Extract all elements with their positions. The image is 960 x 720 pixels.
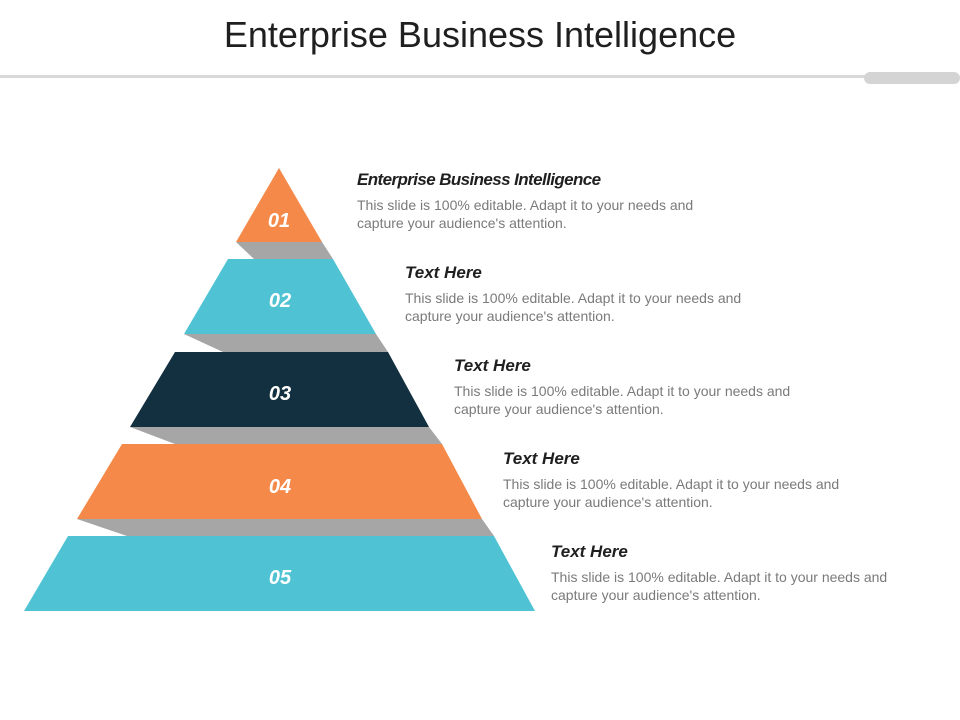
level-heading-5: Text Here [551, 542, 628, 561]
tier-number-3: 03 [269, 383, 291, 405]
level-heading-1: Enterprise Business Intelligence [357, 170, 601, 189]
tier-number-2: 02 [269, 290, 291, 312]
level-text-5: Text Here This slide is 100% editable. A… [551, 542, 931, 604]
level-heading-4: Text Here [503, 449, 580, 468]
level-body-3: This slide is 100% editable. Adapt it to… [454, 383, 791, 417]
level-body-1: This slide is 100% editable. Adapt it to… [357, 197, 694, 231]
tier-number-4: 04 [269, 476, 291, 498]
level-text-4: Text Here This slide is 100% editable. A… [503, 449, 883, 511]
pyramid-tier-4[interactable] [77, 444, 482, 519]
pyramid-tier-3[interactable] [130, 352, 429, 427]
level-body-5: This slide is 100% editable. Adapt it to… [551, 569, 888, 603]
level-text-2: Text Here This slide is 100% editable. A… [405, 263, 785, 325]
pyramid-connector-2-3 [184, 334, 388, 352]
pyramid-connector-4-5 [77, 519, 494, 536]
level-text-3: Text Here This slide is 100% editable. A… [454, 356, 834, 418]
slide-title: Enterprise Business Intelligence [223, 14, 737, 55]
pyramid-connector-3-4 [130, 427, 442, 444]
tier-number-5: 05 [269, 567, 292, 589]
level-heading-3: Text Here [454, 356, 531, 375]
pyramid-tier-1[interactable] [236, 168, 322, 242]
title-divider [0, 75, 868, 78]
pyramid-tier-2[interactable] [184, 259, 376, 334]
tier-number-1: 01 [268, 210, 290, 232]
level-text-1: Enterprise Business Intelligence This sl… [357, 170, 737, 232]
title-divider-tab [864, 72, 960, 84]
pyramid-tier-5[interactable] [24, 536, 535, 611]
pyramid-connector-1-2 [236, 242, 333, 259]
level-body-2: This slide is 100% editable. Adapt it to… [405, 290, 742, 324]
level-body-4: This slide is 100% editable. Adapt it to… [503, 476, 840, 510]
level-heading-2: Text Here [405, 263, 482, 282]
